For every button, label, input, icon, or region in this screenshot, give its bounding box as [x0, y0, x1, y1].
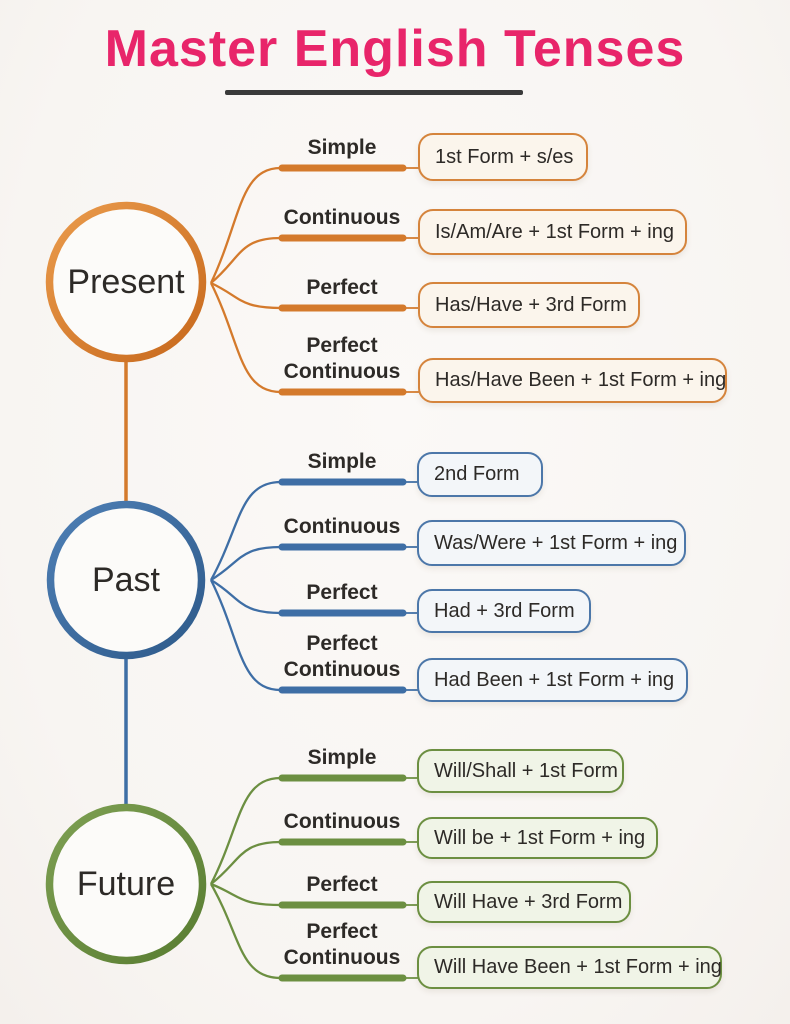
future-perfect-formula: Will Have + 3rd Form	[417, 881, 631, 923]
present-continuous-label: Continuous	[283, 206, 401, 229]
future-branches	[209, 774, 420, 982]
future-perfect-continuous-formula: Will Have Been + 1st Form + ing	[417, 946, 722, 989]
past-simple-formula: 2nd Form	[417, 452, 543, 497]
past-perfect-label: Perfect	[306, 581, 378, 604]
page-title: Master English Tenses	[104, 20, 686, 78]
present-perfect-label: Perfect	[306, 276, 378, 299]
present-simple-label: Simple	[307, 136, 377, 159]
future-simple-label: Simple	[307, 746, 377, 769]
future-perfect-label: Perfect	[306, 873, 378, 896]
past-simple-label: Simple	[307, 450, 377, 473]
past-perfect-formula: Had + 3rd Form	[417, 589, 591, 633]
present-perfect-continuous-label: Perfect Continuous	[283, 334, 401, 383]
past-continuous-label: Continuous	[283, 515, 401, 538]
present-continuous-formula: Is/Am/Are + 1st Form + ing	[418, 209, 687, 255]
future-simple-formula: Will/Shall + 1st Form	[417, 749, 624, 793]
present-branches	[209, 164, 420, 396]
present-simple-formula: 1st Form + s/es	[418, 133, 588, 181]
future-continuous-label: Continuous	[283, 810, 401, 833]
future-continuous-formula: Will be + 1st Form + ing	[417, 817, 658, 859]
past-circle	[46, 500, 206, 660]
past-branches	[209, 478, 420, 694]
present-circle-label: Present	[67, 263, 185, 301]
present-perfect-continuous-formula: Has/Have Been + 1st Form + ing	[418, 358, 727, 403]
future-circle-label: Future	[76, 865, 176, 903]
past-continuous-formula: Was/Were + 1st Form + ing	[417, 520, 686, 566]
present-circle	[45, 201, 207, 363]
future-perfect-continuous-label: Perfect Continuous	[283, 920, 401, 969]
past-perfect-continuous-label: Perfect Continuous	[283, 632, 401, 681]
title-underline	[225, 90, 523, 95]
past-perfect-continuous-formula: Had Been + 1st Form + ing	[417, 658, 688, 702]
past-circle-label: Past	[91, 561, 161, 599]
future-circle	[45, 803, 207, 965]
present-perfect-formula: Has/Have + 3rd Form	[418, 282, 640, 328]
